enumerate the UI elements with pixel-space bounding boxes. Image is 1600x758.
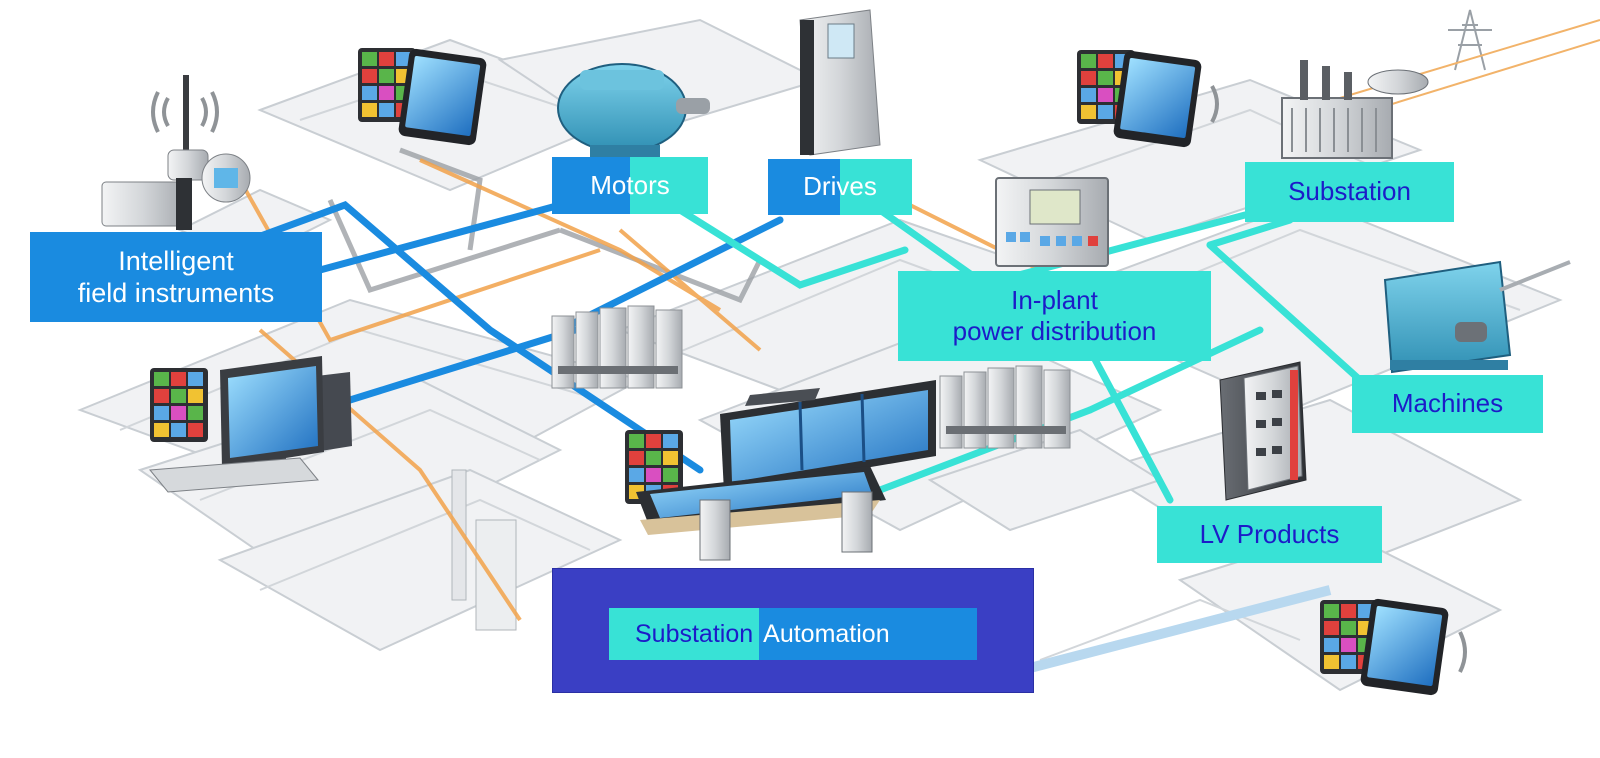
label-machines: Machines [1352,375,1543,433]
label-substation-automation-word2: Automation [759,608,977,660]
label-inplant-line2: power distribution [952,316,1157,346]
label-intelligent-line2: field instruments [77,278,275,308]
label-intelligent-field-instruments: Intelligent field instruments [30,232,322,322]
label-substation-text: Substation [1288,176,1411,207]
electric-motor-icon [557,63,710,157]
operator-workstation-icon [149,356,352,493]
control-room-console-icon [636,380,936,561]
label-machines-text: Machines [1391,388,1504,419]
conveyor-belt [1028,585,1332,673]
label-substation-automation: Substation Automation [609,608,977,660]
label-substation-automation-word1: Substation [609,608,760,660]
label-motors-text: Motors [590,169,670,200]
lv-switchgear-cabinet-icon [1219,361,1307,501]
label-intelligent-line1: Intelligent [118,245,234,276]
label-inplant-line1: In-plant [1011,284,1098,315]
power-transformer-icon [1281,60,1429,159]
label-lv-products: LV Products [1157,506,1382,563]
industrial-machine-icon [1383,260,1571,374]
label-substation: Substation [1245,162,1454,222]
label-drives-text: Drives [803,171,877,202]
drive-cabinet-icon [799,9,881,156]
label-motors: Motors [552,157,708,214]
label-lv-products-text: LV Products [1199,518,1340,549]
label-drives: Drives [768,159,912,215]
wireless-field-instrument-icon [101,75,251,230]
tablet-icon [397,48,1467,696]
label-in-plant-power-distribution: In-plant power distribution [898,271,1211,361]
protection-relay-icon [995,177,1109,267]
transmission-tower-icon [1448,9,1492,71]
chimney-icon [451,469,517,631]
